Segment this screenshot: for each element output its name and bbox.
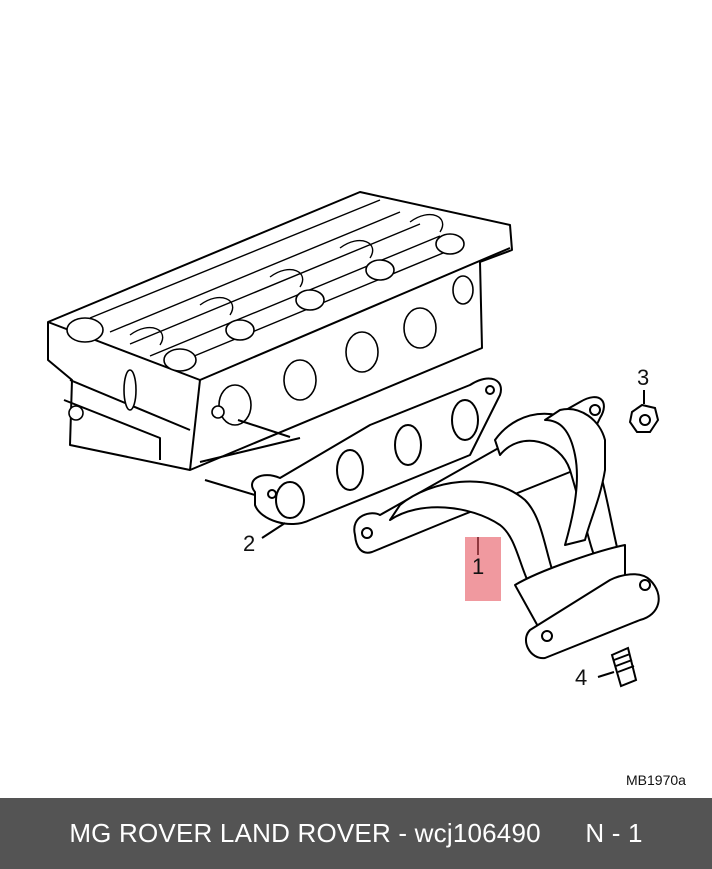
diagram-reference-code: MB1970a bbox=[626, 772, 686, 788]
exploded-parts-diagram bbox=[47, 191, 660, 688]
callout-3: 3 bbox=[637, 365, 650, 390]
callout-2: 2 bbox=[243, 531, 256, 556]
exhaust-manifold bbox=[353, 396, 660, 660]
flange-nut bbox=[628, 390, 660, 433]
callout-1: 1 bbox=[472, 554, 485, 579]
callout-4: 4 bbox=[575, 665, 588, 690]
manifold-gasket bbox=[251, 377, 502, 525]
highlight-box bbox=[465, 537, 501, 601]
alignment-lines bbox=[199, 419, 301, 496]
footer-bar: MG ROVER LAND ROVER - wcj106490 N - 1 bbox=[0, 798, 712, 869]
footer-text: MG ROVER LAND ROVER - wcj106490 N - 1 bbox=[69, 818, 643, 848]
stud bbox=[597, 646, 638, 688]
cylinder-head bbox=[47, 191, 513, 471]
